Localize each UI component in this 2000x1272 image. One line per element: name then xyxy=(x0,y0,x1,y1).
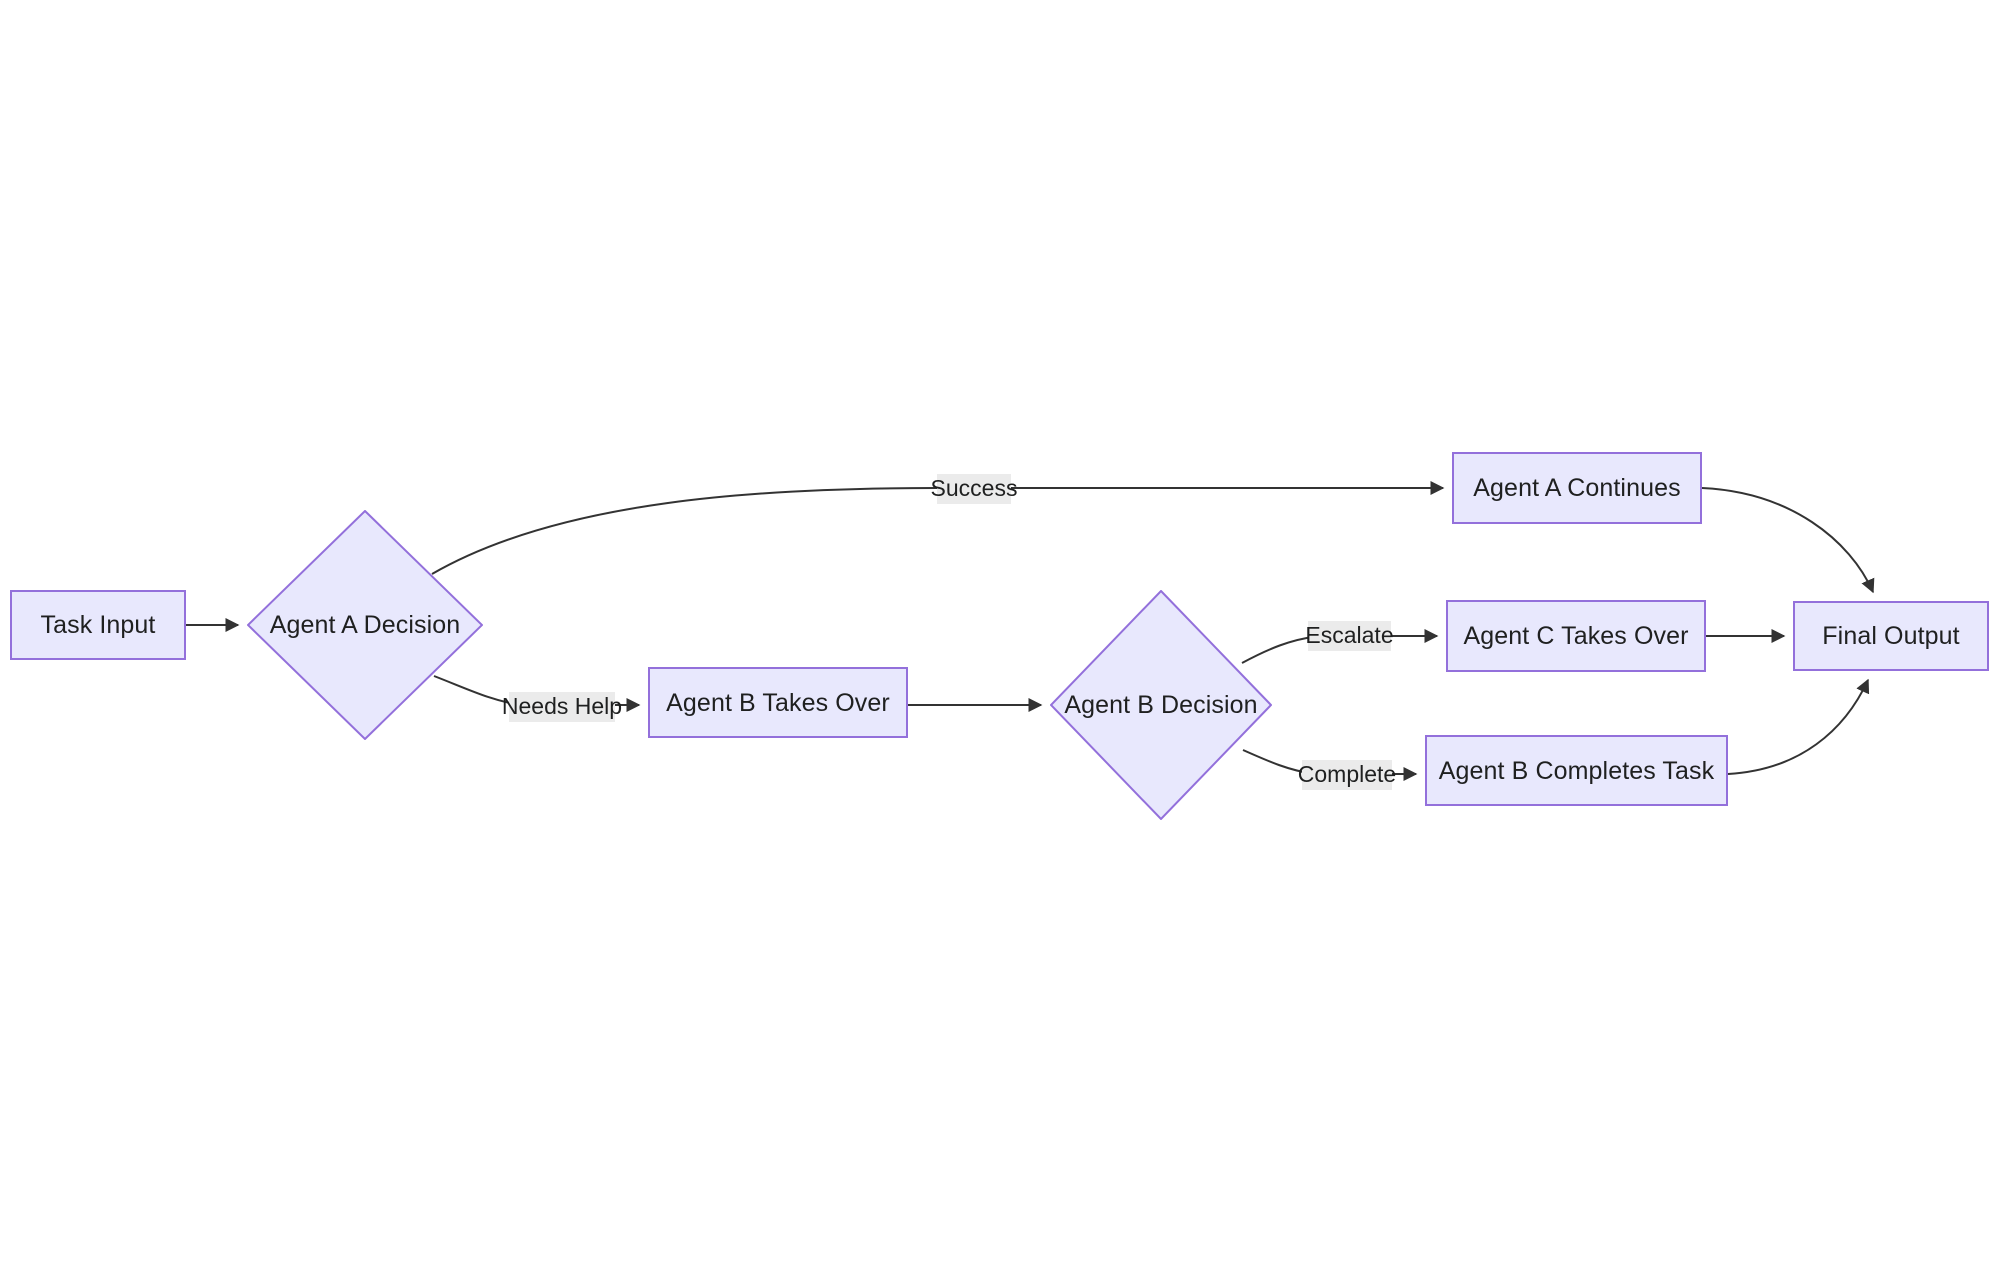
node-agent-c-takes-over-label: Agent C Takes Over xyxy=(1463,622,1689,650)
edge-agent-a-continues-to-final-output xyxy=(1701,487,1875,594)
node-agent-b-takes-over-label: Agent B Takes Over xyxy=(666,688,890,717)
edge-label-escalate: Escalate xyxy=(1305,621,1394,651)
node-agent-b-completes-task-label: Agent B Completes Task xyxy=(1438,756,1715,785)
diamond-shape-icon xyxy=(1050,590,1272,820)
node-agent-a-decision-label: Agent A Decision xyxy=(269,611,461,639)
node-final-output-label: Final Output xyxy=(1822,622,1960,650)
node-task-input-label: Task Input xyxy=(40,611,156,639)
edge-label-complete: Complete xyxy=(1298,760,1396,790)
edge-label-needs-help: Needs Help xyxy=(502,692,622,722)
node-agent-a-continues-label: Agent A Continues xyxy=(1473,474,1681,502)
edge-agent-b-completes-to-final-output xyxy=(1727,678,1870,775)
node-agent-b-takes-over[interactable]: Agent B Takes Over xyxy=(648,667,908,738)
node-agent-b-completes-task[interactable]: Agent B Completes Task xyxy=(1425,735,1728,806)
diamond-shape-icon xyxy=(247,510,483,740)
node-agent-c-takes-over[interactable]: Agent C Takes Over xyxy=(1446,600,1706,672)
node-agent-b-decision-label: Agent B Decision xyxy=(1064,691,1258,719)
node-agent-a-continues[interactable]: Agent A Continues xyxy=(1452,452,1702,524)
node-agent-b-decision[interactable]: Agent B Decision xyxy=(1050,590,1272,820)
edge-agent-a-decision-to-agent-a-continues xyxy=(431,481,1445,575)
node-task-input[interactable]: Task Input xyxy=(10,590,186,660)
node-agent-a-decision[interactable]: Agent A Decision xyxy=(247,510,483,740)
node-final-output[interactable]: Final Output xyxy=(1793,601,1989,671)
edge-label-success: Success xyxy=(931,474,1017,504)
